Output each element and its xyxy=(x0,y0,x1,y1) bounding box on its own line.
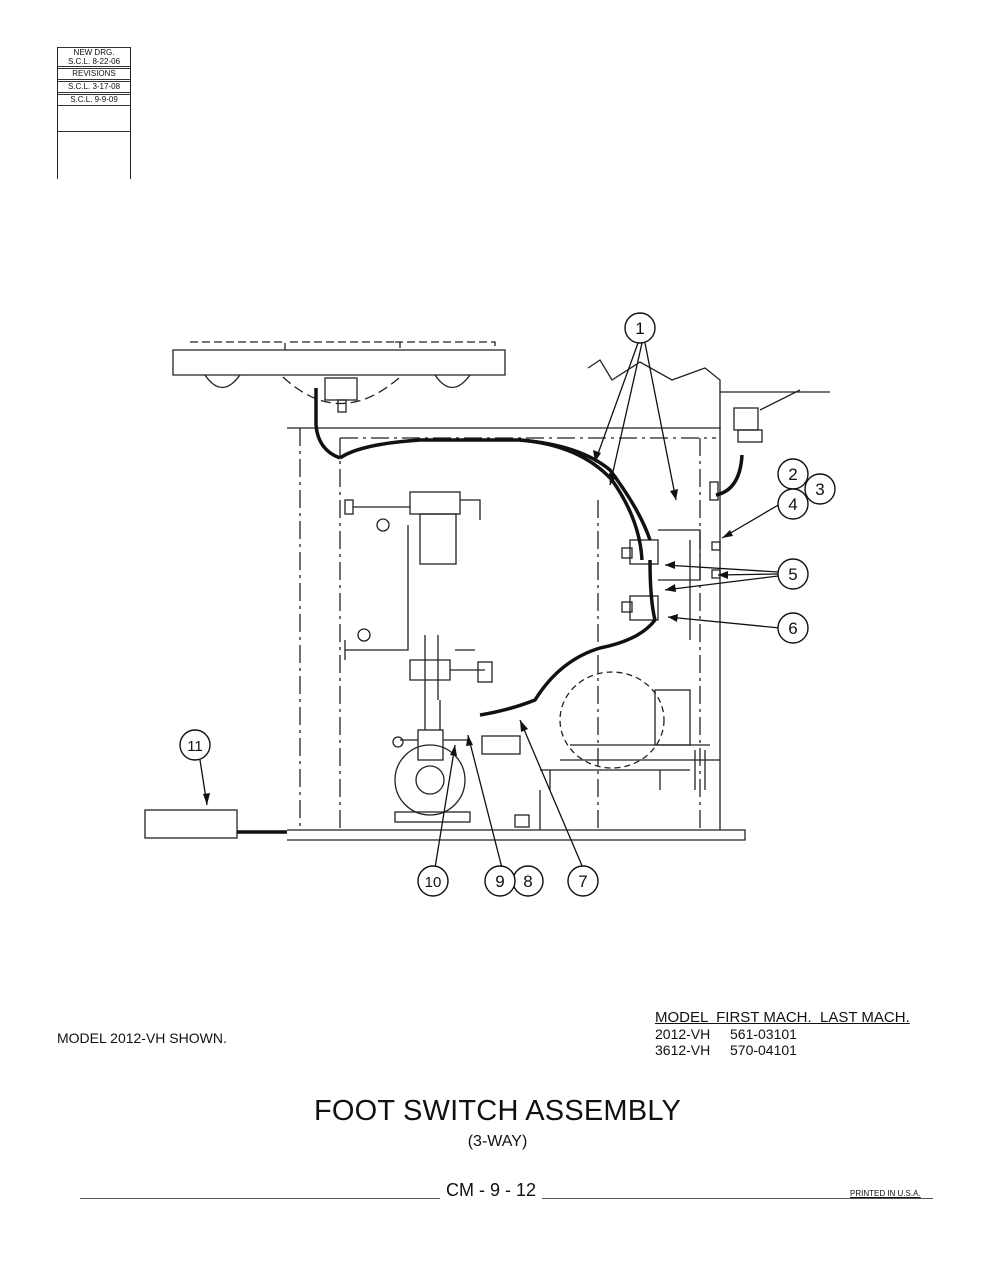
model-name: 3612-VH xyxy=(655,1042,711,1058)
model-row: 2012-VH 561-03101 xyxy=(655,1026,910,1042)
page-number: CM - 9 - 12 xyxy=(440,1180,543,1201)
left-plumbing xyxy=(344,491,493,700)
callout-5: 5 xyxy=(788,565,797,584)
callout-7: 7 xyxy=(578,872,587,891)
revision-1: S.C.L. 3-17-08 xyxy=(58,81,130,93)
callout-4: 4 xyxy=(788,495,797,514)
callout-3: 3 xyxy=(815,480,824,499)
model-row: 3612-VH 570-04101 xyxy=(655,1042,910,1058)
arrowheads xyxy=(203,450,733,805)
model-shown-note: MODEL 2012-VH SHOWN. xyxy=(57,1030,227,1046)
new-drawing-cell: NEW DRG. S.C.L. 8-22-06 xyxy=(58,47,130,67)
new-drg-label: NEW DRG. xyxy=(73,48,115,57)
hoses xyxy=(237,388,744,834)
callout-6: 6 xyxy=(788,619,797,638)
callout-circles xyxy=(179,312,836,897)
model-table-header: MODEL FIRST MACH. LAST MACH. xyxy=(655,1009,910,1026)
model-name: 2012-VH xyxy=(655,1026,711,1042)
revision-block: NEW DRG. S.C.L. 8-22-06 REVISIONS S.C.L.… xyxy=(57,47,131,179)
pump xyxy=(392,700,530,828)
model-table: MODEL FIRST MACH. LAST MACH. 2012-VH 561-… xyxy=(655,1009,910,1058)
callout-9: 9 xyxy=(495,872,504,891)
solenoid-valves xyxy=(621,481,721,640)
drawing-subtitle: (3-WAY) xyxy=(467,1133,528,1150)
callout-8: 8 xyxy=(523,872,532,891)
foot-switch-pedal xyxy=(144,809,238,839)
right-top-housing xyxy=(587,359,830,443)
callout-2: 2 xyxy=(788,465,797,484)
top-table xyxy=(172,341,506,413)
revisions-label: REVISIONS xyxy=(58,68,130,80)
leader-lines xyxy=(199,342,781,869)
drawing-title: FOOT SWITCH ASSEMBLY xyxy=(313,1095,682,1127)
pump-motor xyxy=(539,671,720,830)
first-machine: 570-04101 xyxy=(730,1042,797,1058)
first-machine: 561-03101 xyxy=(730,1026,797,1042)
revision-blank-row xyxy=(58,131,130,132)
new-drg-value: S.C.L. 8-22-06 xyxy=(67,57,121,66)
printed-note: PRINTED IN U.S.A. xyxy=(850,1189,921,1198)
callout-1: 1 xyxy=(635,319,644,338)
revision-2: S.C.L. 9-9-09 xyxy=(58,94,130,106)
callout-10: 10 xyxy=(425,874,442,891)
callout-11: 11 xyxy=(187,738,203,755)
